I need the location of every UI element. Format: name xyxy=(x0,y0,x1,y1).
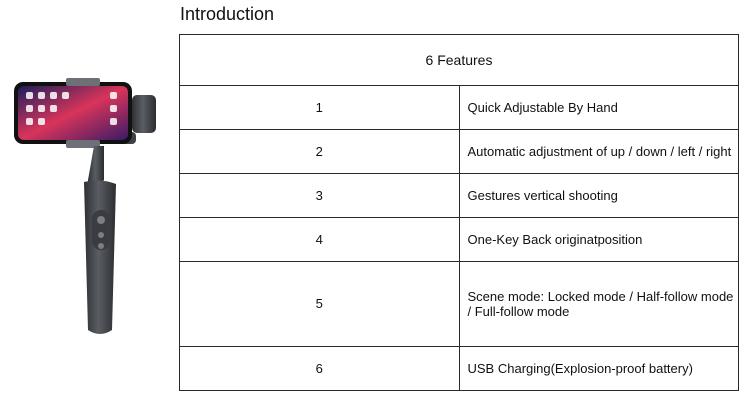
table-row: 2 Automatic adjustment of up / down / le… xyxy=(179,128,739,174)
table-row: 6 USB Charging(Explosion-proof battery) xyxy=(179,345,739,392)
feature-text: Quick Adjustable By Hand xyxy=(458,85,739,130)
feature-number: 5 xyxy=(179,260,460,347)
table-header-row: 6 Features xyxy=(179,34,739,86)
table-row: 1 Quick Adjustable By Hand xyxy=(179,85,739,130)
gimbal-product-image xyxy=(14,78,156,334)
feature-number: 2 xyxy=(179,128,460,174)
feature-number: 4 xyxy=(179,216,460,262)
table-row: 3 Gestures vertical shooting xyxy=(179,172,739,218)
table-row: 5 Scene mode: Locked mode / Half-follow … xyxy=(179,260,739,347)
features-table: 6 Features 1 Quick Adjustable By Hand 2 … xyxy=(179,34,739,392)
table-header: 6 Features xyxy=(179,34,739,86)
feature-text: Gestures vertical shooting xyxy=(458,172,739,218)
feature-number: 6 xyxy=(179,345,460,392)
section-title: Introduction xyxy=(180,4,275,24)
feature-text: Automatic adjustment of up / down / left… xyxy=(458,128,739,174)
feature-number: 1 xyxy=(179,85,460,130)
feature-text: Scene mode: Locked mode / Half-follow mo… xyxy=(458,260,739,347)
table-row: 4 One-Key Back originatposition xyxy=(179,216,739,262)
feature-number: 3 xyxy=(179,172,460,218)
feature-text: One-Key Back originatposition xyxy=(458,216,739,262)
feature-text: USB Charging(Explosion-proof battery) xyxy=(458,345,739,392)
